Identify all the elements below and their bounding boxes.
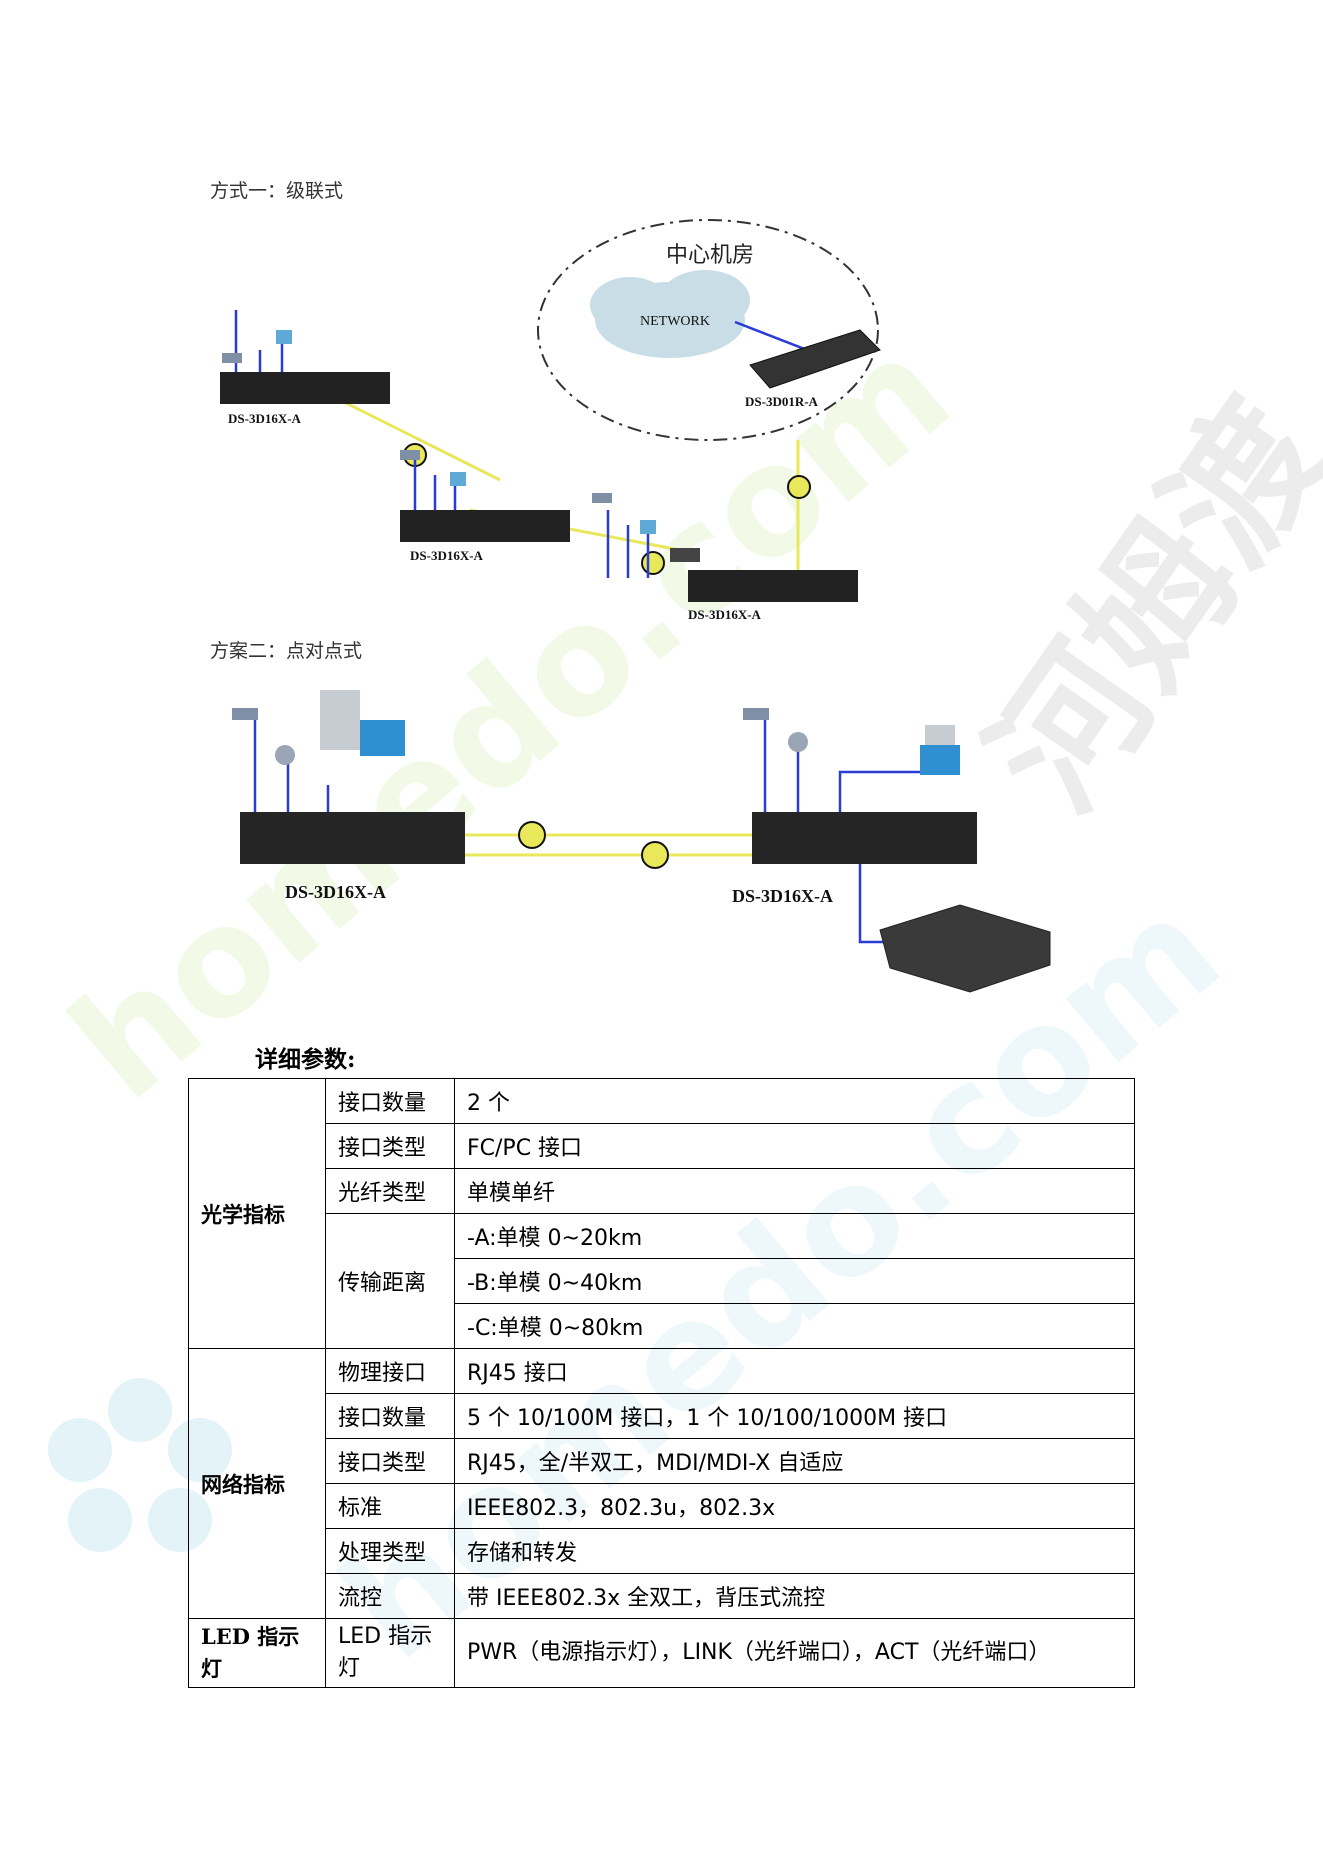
value-cell: -B:单模 0~40km — [454, 1258, 1135, 1304]
transceiver-device-1: DS-3D16X-A — [220, 310, 390, 426]
nvr-recorder-icon — [879, 904, 1051, 993]
value-cell: RJ45 接口 — [454, 1348, 1135, 1394]
diagram2-title: 方案二：点对点式 — [210, 640, 363, 662]
transceiver-device-2: DS-3D16X-A — [400, 450, 570, 563]
category-cell: 光学指标 — [188, 1078, 326, 1349]
table-row: 接口数量 5 个 10/100M 接口，1 个 10/100/1000M 接口 — [189, 1393, 1135, 1439]
device-label: DS-3D16X-A — [410, 548, 484, 563]
category-cell: 网络指标 — [188, 1348, 326, 1619]
computer-icon — [640, 520, 656, 534]
value-cell: PWR（电源指示灯），LINK（光纤端口），ACT（光纤端口） — [454, 1618, 1135, 1688]
device-label: DS-3D16X-A — [228, 411, 302, 426]
device-label: DS-3D16X-A — [732, 886, 833, 906]
key-cell: 接口类型 — [325, 1438, 455, 1484]
key-cell: 光纤类型 — [325, 1168, 455, 1214]
table-row: 传输距离 -A:单模 0~20km — [189, 1213, 1135, 1349]
table-row: 处理类型 存储和转发 — [189, 1528, 1135, 1574]
table-row: 光学指标 接口数量 2 个 — [188, 1078, 1135, 1349]
value-cell: FC/PC 接口 — [454, 1123, 1135, 1169]
camera-icon — [400, 450, 420, 460]
value-cell: 2 个 — [454, 1078, 1135, 1124]
key-cell: 流控 — [325, 1573, 455, 1619]
small-device-icon — [670, 548, 700, 562]
point-to-point-diagram: DS-3D16X-A DS-3D16X-A — [232, 690, 1051, 993]
value-cell: 单模单纤 — [454, 1168, 1135, 1214]
monitor-icon — [360, 720, 405, 756]
table-row: 光纤类型 单模单纤 — [189, 1168, 1135, 1214]
camera-icon — [232, 708, 258, 720]
value-cell: -A:单模 0~20km — [454, 1213, 1135, 1259]
key-cell: 物理接口 — [325, 1348, 455, 1394]
key-cell: LED 指示灯 — [325, 1618, 455, 1688]
center-room-label: 中心机房 — [666, 243, 754, 268]
spec-table: 光学指标 接口数量 2 个 接口类型 FC/PC 接口 光纤类型 单模单纤 传输… — [188, 1078, 1135, 1688]
camera-icon — [222, 353, 242, 363]
dome-camera-icon — [788, 732, 808, 752]
computer-tower-icon — [320, 690, 360, 750]
table-row: 接口类型 RJ45，全/半双工，MDI/MDI-X 自适应 — [189, 1438, 1135, 1484]
cloud-label: NETWORK — [640, 314, 710, 329]
computer-icon — [276, 330, 292, 344]
table-row: -B:单模 0~40km — [189, 1258, 1135, 1304]
value-cell: 带 IEEE802.3x 全双工，背压式流控 — [454, 1573, 1135, 1619]
table-row: 接口类型 FC/PC 接口 — [189, 1123, 1135, 1169]
key-cell: 接口类型 — [325, 1123, 455, 1169]
camera-icon — [743, 708, 769, 720]
camera-icon — [592, 493, 612, 503]
value-cell: 存储和转发 — [454, 1528, 1135, 1574]
center-device-label: DS-3D01R-A — [745, 394, 819, 409]
table-row: 流控 带 IEEE802.3x 全双工，背压式流控 — [189, 1573, 1135, 1619]
transceiver-device-3: DS-3D16X-A — [592, 493, 858, 622]
device-label: DS-3D16X-A — [285, 882, 386, 902]
key-cell: 传输距离 — [325, 1213, 455, 1349]
params-heading: 详细参数: — [255, 1046, 356, 1073]
transceiver-device-right: DS-3D16X-A — [732, 708, 1051, 993]
cascade-diagram: 中心机房 NETWORK DS-3D01R-A DS-3D16X-A DS-3D — [220, 219, 881, 622]
fiber-direction-icon — [518, 821, 669, 869]
center-rack-device-icon — [749, 329, 881, 389]
value-cell: IEEE802.3，802.3u，802.3x — [454, 1483, 1135, 1529]
table-row: 网络指标 物理接口 RJ45 接口 — [188, 1348, 1135, 1619]
key-cell: 处理类型 — [325, 1528, 455, 1574]
key-cell: 接口数量 — [325, 1393, 455, 1439]
key-cell: 接口数量 — [325, 1078, 455, 1124]
transceiver-device-left: DS-3D16X-A — [232, 690, 465, 902]
diagram1-title: 方式一：级联式 — [210, 180, 344, 202]
category-cell: LED 指示灯 — [188, 1618, 326, 1688]
network-cloud-icon — [590, 270, 750, 358]
dome-camera-icon — [275, 745, 295, 765]
computer-icon — [450, 472, 466, 486]
device-label: DS-3D16X-A — [688, 607, 762, 622]
table-row: 标准 IEEE802.3，802.3u，802.3x — [189, 1483, 1135, 1529]
table-row: -C:单模 0~80km — [189, 1303, 1135, 1349]
value-cell: RJ45，全/半双工，MDI/MDI-X 自适应 — [454, 1438, 1135, 1484]
monitor-icon — [920, 745, 960, 775]
value-cell: 5 个 10/100M 接口，1 个 10/100/1000M 接口 — [454, 1393, 1135, 1439]
value-cell: -C:单模 0~80km — [454, 1303, 1135, 1349]
table-row: LED 指示灯 LED 指示灯 PWR（电源指示灯），LINK（光纤端口），AC… — [188, 1618, 1135, 1688]
center-room-boundary — [537, 219, 879, 441]
key-cell: 标准 — [325, 1483, 455, 1529]
